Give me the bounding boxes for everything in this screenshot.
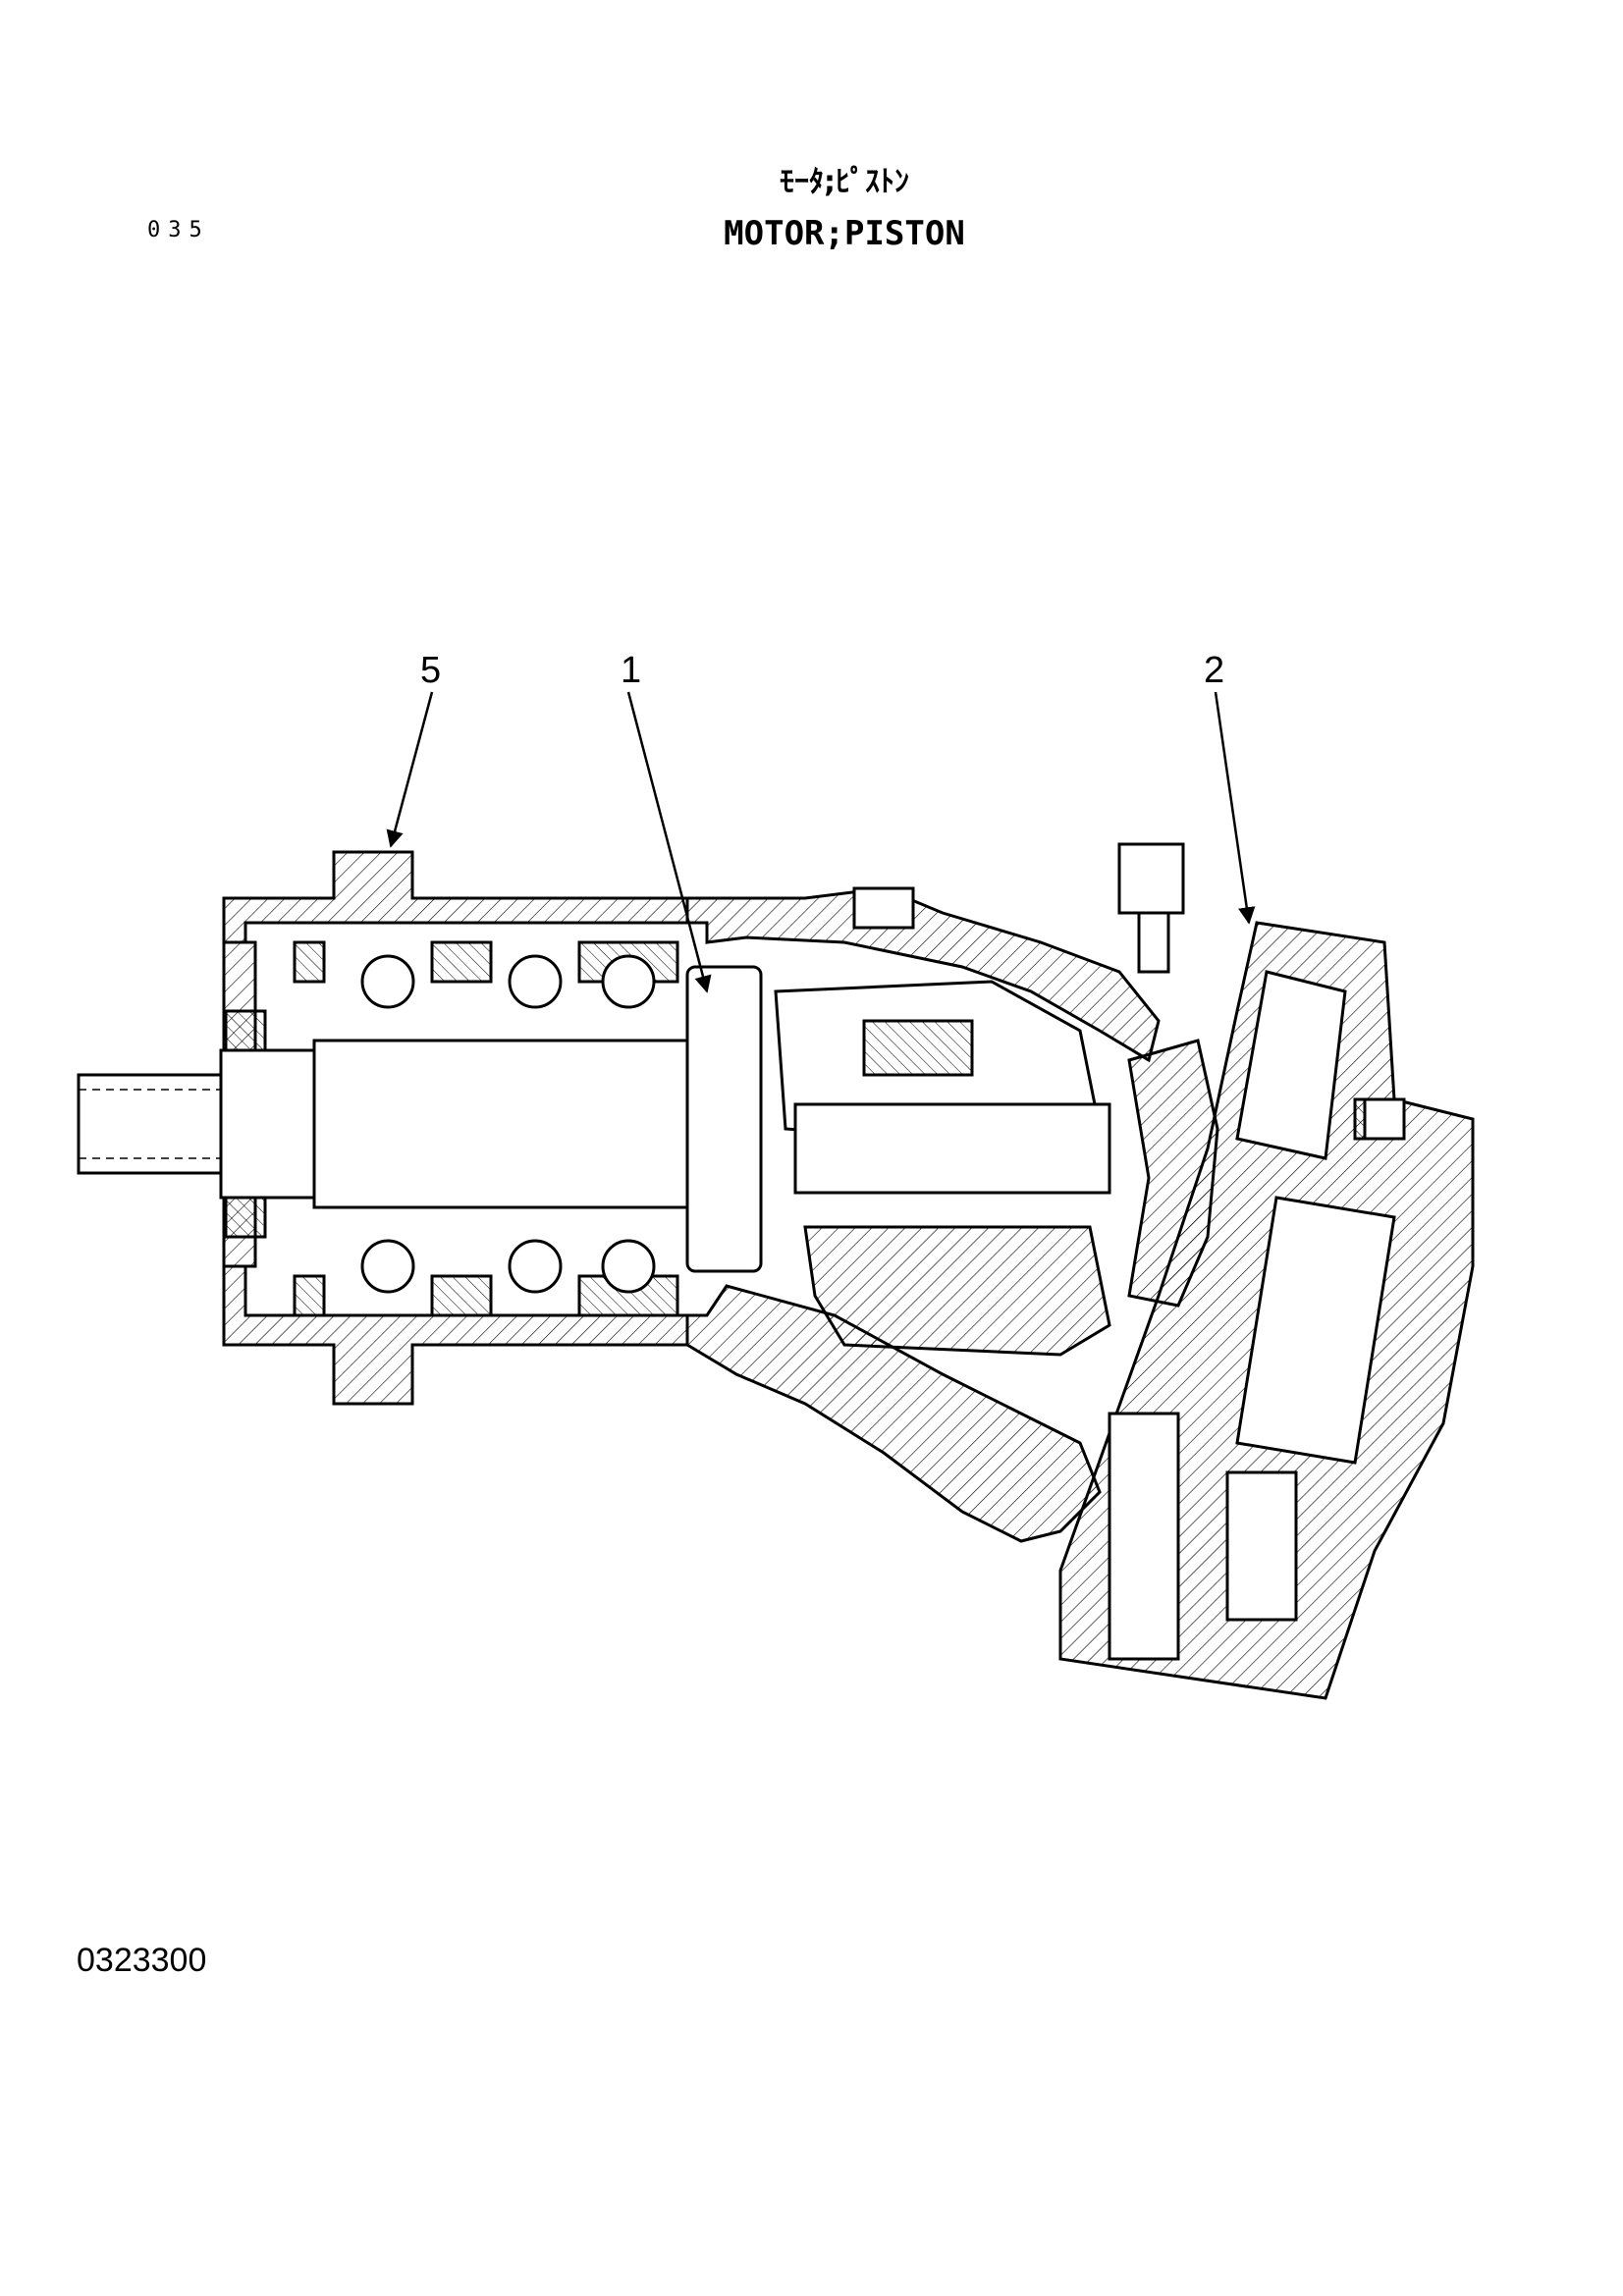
title-english: MOTOR;PISTON [724, 214, 965, 253]
drive-shaft [77, 965, 763, 1273]
callout-1: 1 [621, 650, 641, 691]
page-code: 035 [147, 218, 210, 242]
title-japanese: ﾓｰﾀ;ﾋﾟｽﾄﾝ [780, 165, 909, 199]
leader-lines [386, 691, 1256, 993]
callout-2: 2 [1204, 650, 1224, 691]
housing-body [685, 886, 1161, 1543]
piston-cylinder [774, 980, 1111, 1357]
callout-5: 5 [420, 650, 441, 691]
fittings [852, 842, 1406, 1141]
ball-bearings [360, 954, 656, 1294]
seal-ring [224, 1009, 267, 1239]
port-cover-internals [1108, 970, 1396, 1661]
drawing-number: 0323300 [77, 1942, 207, 1979]
callout-labels: 5 1 2 [420, 650, 1224, 691]
